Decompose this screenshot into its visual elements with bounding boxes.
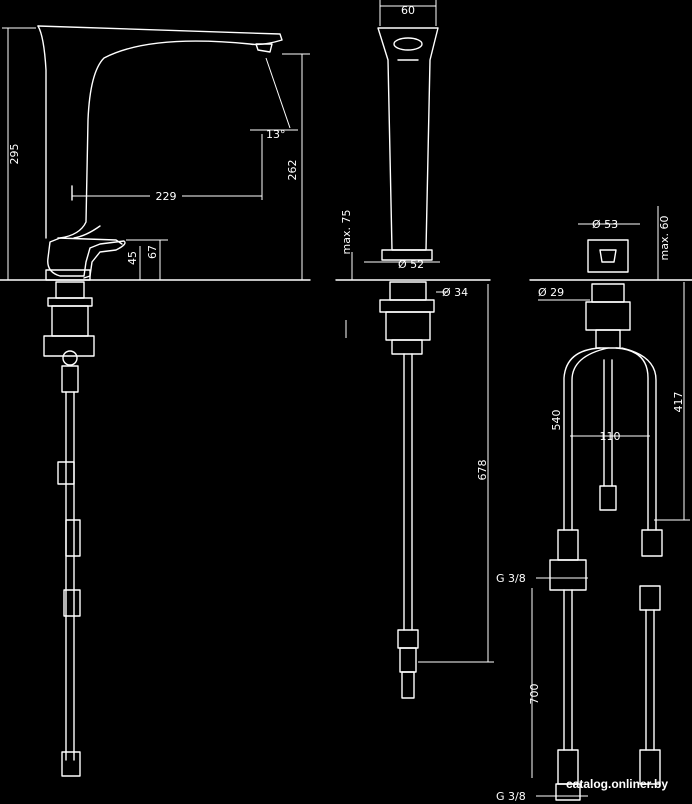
watermark: catalog.onliner.by bbox=[566, 777, 668, 791]
aerator bbox=[255, 43, 273, 53]
dim-shank-dia: Ø 34 bbox=[442, 286, 468, 299]
dim-spout-height: 262 bbox=[286, 160, 299, 181]
dim-base-dia-side: Ø 52 bbox=[398, 258, 424, 271]
dim-max-deck-side: max. 75 bbox=[340, 210, 353, 255]
front-view bbox=[335, 0, 494, 699]
dim-total-height: 295 bbox=[8, 144, 21, 165]
faucet-body bbox=[37, 25, 283, 279]
front-body bbox=[377, 27, 439, 251]
dim-spacing: 110 bbox=[600, 430, 621, 443]
side-view bbox=[0, 25, 311, 777]
dim-base-height: 45 bbox=[126, 251, 139, 265]
connection-view bbox=[529, 206, 692, 801]
dim-hose-lower: 700 bbox=[528, 684, 541, 705]
dim-reach: 229 bbox=[156, 190, 177, 203]
dim-hose-upper: 540 bbox=[550, 410, 563, 431]
dim-body-width: 60 bbox=[401, 4, 415, 17]
dim-hose-length: 678 bbox=[476, 460, 489, 481]
dim-box-height: 417 bbox=[672, 392, 685, 413]
dim-angle: 13° bbox=[266, 128, 286, 141]
dim-box-dia: Ø 53 bbox=[592, 218, 618, 231]
dim-conn-lower: G 3/8 bbox=[496, 790, 526, 803]
dim-conn-upper: G 3/8 bbox=[496, 572, 526, 585]
dim-lever-height: 67 bbox=[146, 245, 159, 259]
dim-hole-dia: Ø 29 bbox=[538, 286, 564, 299]
dim-max-deck-right: max. 60 bbox=[658, 216, 671, 261]
